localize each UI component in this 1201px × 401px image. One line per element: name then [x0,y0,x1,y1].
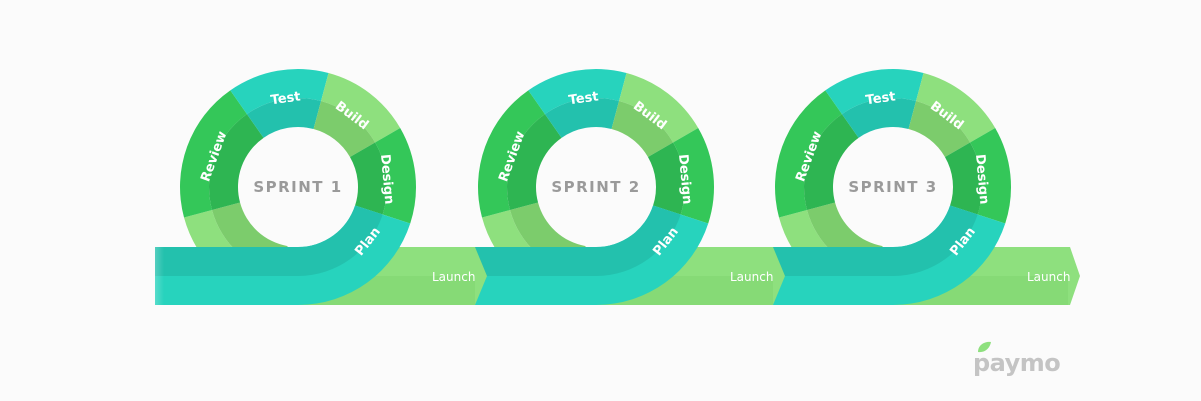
segment-build [916,73,996,143]
segment-design-inner [944,142,983,215]
brand-name: paymo [973,349,1060,377]
segment-plan-inner [155,205,383,277]
segment-build-inner [611,101,674,157]
segment-review-inner [209,114,264,211]
phase-label-test: Test [568,89,600,108]
segment-build [321,73,401,143]
segment-build-inner [908,101,971,157]
segment-design [970,128,1011,224]
segment-test [825,69,924,115]
phase-label-test: Test [270,89,302,108]
sprint-label: SPRINT 1 [253,178,342,196]
phase-label-design: Design [972,153,991,204]
segment-test [528,69,627,115]
track-notch [773,247,785,305]
segment-plan-inner [773,205,978,276]
segment-test-inner [246,98,322,138]
segment-build [619,73,699,143]
brand-logo: paymo [973,341,1061,377]
segment-review-inner [507,114,562,211]
segment-test-inner [841,98,917,138]
track-notch [475,247,487,305]
segment-design-inner [647,142,685,215]
sprint-label: SPRINT 3 [848,178,937,196]
leaf-icon [978,341,991,353]
segment-review-inner [804,114,859,211]
phase-label-test: Test [865,89,897,108]
phase-label-design: Design [675,153,694,204]
segment-review [775,90,842,218]
launch-label: Launch [1027,270,1070,284]
track-fade [124,244,164,309]
segment-design [673,128,714,224]
segment-design-inner [349,142,388,215]
segment-test [230,69,329,115]
sprint-label: SPRINT 2 [551,178,640,196]
segment-plan-inner [475,205,681,277]
segment-test-inner [544,98,620,138]
launch-label: Launch [432,270,475,284]
phase-label-design: Design [377,153,396,204]
segment-review [179,90,247,218]
segment-build-inner [313,101,376,157]
segment-design [375,128,416,224]
launch-label: Launch [730,270,773,284]
segment-review [477,90,545,218]
